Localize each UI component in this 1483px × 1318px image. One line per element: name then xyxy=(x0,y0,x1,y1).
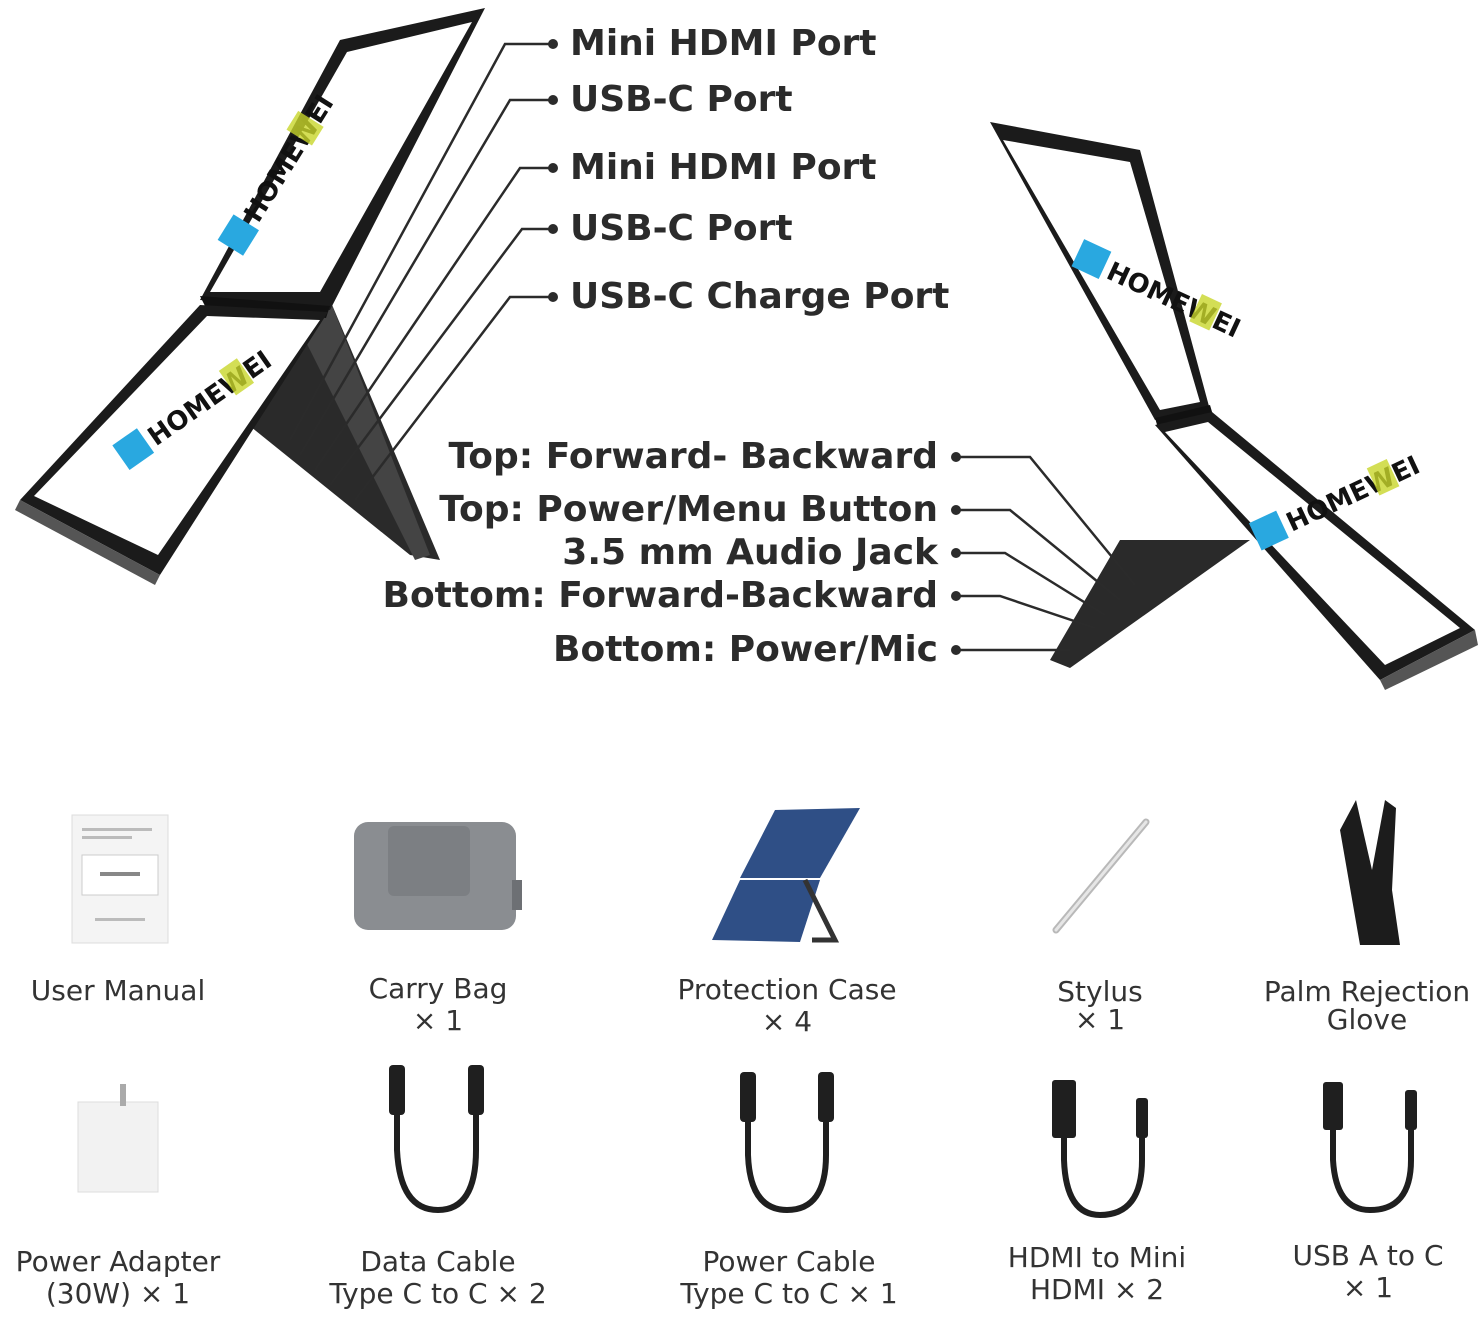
callout-audio-jack: 3.5 mm Audio Jack xyxy=(562,532,938,573)
label-power-adapter: Power Adapter (30W) × 1 xyxy=(16,1246,221,1310)
label-line1: Power Cable xyxy=(702,1245,876,1278)
label-line1: HDMI to Mini xyxy=(1007,1241,1187,1274)
label-line2: Glove xyxy=(1326,1003,1408,1036)
callout-leader-lines xyxy=(288,39,1136,655)
label-carry-bag: Carry Bag × 1 xyxy=(369,973,508,1037)
cable-icon-data xyxy=(389,1065,484,1214)
label-stylus: Stylus × 1 xyxy=(1057,976,1142,1036)
manual-icon xyxy=(71,814,169,944)
hdmi-cable-icon xyxy=(1052,1080,1148,1219)
label-line2: Type C to C × 1 xyxy=(680,1277,898,1310)
label-usb-cable: USB A to C × 1 xyxy=(1293,1240,1444,1304)
callout-usb-c-charge-port: USB-C Charge Port xyxy=(570,276,950,317)
callout-top-forward-backward: Top: Forward- Backward xyxy=(448,436,938,477)
monitor-right: HOMEWEI HOMEWEI xyxy=(990,122,1478,690)
accessory-icons-row2 xyxy=(77,1065,1417,1219)
label-line1: USB A to C xyxy=(1292,1239,1444,1272)
label-line2: Type C to C × 2 xyxy=(329,1277,547,1310)
label-line2: HDMI × 2 xyxy=(1029,1273,1165,1306)
bag-icon xyxy=(354,822,522,930)
callout-mini-hdmi-port-1: Mini HDMI Port xyxy=(570,23,877,64)
callout-usb-c-port-2: USB-C Port xyxy=(570,208,793,249)
callout-top-power-menu: Top: Power/Menu Button xyxy=(439,489,938,530)
label-protection-case: Protection Case × 4 xyxy=(677,974,896,1038)
label-line1: Carry Bag xyxy=(368,972,508,1005)
label-line1: Palm Rejection xyxy=(1263,975,1471,1008)
label-line2: × 4 xyxy=(761,1005,813,1038)
label-palm-glove: Palm Rejection Glove xyxy=(1264,976,1470,1036)
label-line2: × 1 xyxy=(1342,1271,1394,1304)
label-data-cable: Data Cable Type C to C × 2 xyxy=(329,1246,546,1310)
label-line2: × 1 xyxy=(412,1004,464,1037)
stylus-icon xyxy=(1052,818,1150,934)
label-line1: User Manual xyxy=(30,974,206,1007)
label-line2: (30W) × 1 xyxy=(45,1277,191,1310)
callout-bottom-power-mic: Bottom: Power/Mic xyxy=(553,629,938,670)
callout-bottom-forward-backward: Bottom: Forward-Backward xyxy=(382,575,939,616)
accessory-icons-row1 xyxy=(71,800,1400,945)
label-user-manual: User Manual xyxy=(31,975,205,1007)
label-power-cable: Power Cable Type C to C × 1 xyxy=(680,1246,897,1310)
callout-usb-c-port-1: USB-C Port xyxy=(570,79,793,120)
label-line1: Stylus xyxy=(1057,975,1143,1008)
label-line1: Data Cable xyxy=(360,1245,516,1278)
label-line1: Protection Case xyxy=(677,973,897,1006)
cable-icon-power xyxy=(740,1072,834,1214)
adapter-icon xyxy=(77,1084,159,1193)
monitor-left: HOMEWEI HOMEWEI xyxy=(15,8,485,585)
label-hdmi-cable: HDMI to Mini HDMI × 2 xyxy=(1008,1242,1186,1306)
glove-icon xyxy=(1340,800,1400,945)
label-line1: Power Adapter xyxy=(15,1245,221,1278)
usb-cable-icon xyxy=(1323,1082,1417,1214)
label-line2: × 1 xyxy=(1074,1003,1126,1036)
callout-mini-hdmi-port-2: Mini HDMI Port xyxy=(570,147,877,188)
case-icon xyxy=(712,808,860,943)
